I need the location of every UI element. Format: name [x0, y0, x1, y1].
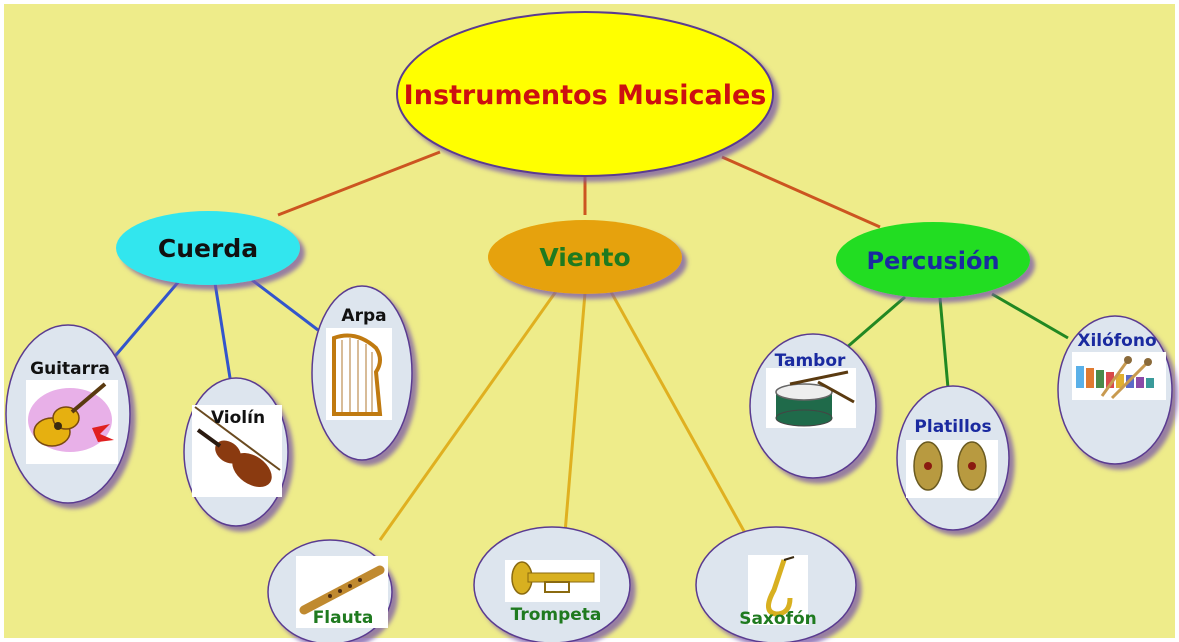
connector-cuerda-guitarra	[108, 279, 182, 363]
saxophone-icon	[748, 555, 808, 625]
category-viento-label: Viento	[539, 243, 630, 272]
connector-percusion-xilofono	[991, 292, 1069, 340]
connector-root-percusion	[721, 155, 881, 229]
connector-viento-trompeta	[563, 292, 587, 534]
category-percusion-label: Percusión	[866, 247, 999, 275]
instrument-arpa[interactable]: Arpa	[311, 285, 413, 461]
category-viento[interactable]: Viento	[488, 220, 682, 294]
xylophone-icon	[1072, 352, 1166, 400]
instrument-guitarra[interactable]: Guitarra	[5, 324, 131, 504]
viento-connectors	[378, 289, 747, 541]
percusion-connectors	[837, 292, 1069, 389]
guitar-icon	[26, 380, 118, 464]
connector-cuerda-violin	[213, 282, 232, 379]
instrument-flauta-label: Flauta	[313, 608, 374, 628]
instrument-platillos[interactable]: Platillos	[896, 385, 1010, 531]
connector-viento-saxofon	[608, 289, 747, 534]
category-cuerda[interactable]: Cuerda	[116, 211, 300, 285]
connector-root-cuerda	[277, 150, 441, 217]
trumpet-icon	[505, 560, 600, 602]
connector-cuerda-arpa	[251, 278, 319, 332]
drum-icon	[766, 368, 856, 428]
instrument-guitarra-label: Guitarra	[30, 359, 110, 379]
instrument-xilofono-label: Xilófono	[1077, 331, 1156, 351]
instrument-violin[interactable]: Violín	[183, 377, 289, 527]
violin-icon	[192, 405, 282, 497]
category-percusion[interactable]: Percusión	[836, 222, 1030, 298]
instrument-arpa-label: Arpa	[341, 306, 386, 326]
connector-percusion-tambor	[837, 295, 906, 357]
instrument-xilofono[interactable]: Xilófono	[1057, 315, 1173, 465]
root-node[interactable]: Instrumentos Musicales	[396, 11, 774, 177]
instrument-violin-label: Violín	[211, 408, 265, 428]
cuerda-connectors	[108, 278, 319, 379]
instrument-platillos-label: Platillos	[914, 417, 991, 437]
instrument-trompeta-label: Trompeta	[511, 605, 602, 625]
instrument-trompeta[interactable]: Trompeta	[473, 526, 631, 642]
instrument-saxofon[interactable]: Saxofón	[695, 526, 857, 642]
category-cuerda-label: Cuerda	[158, 234, 258, 263]
cymbals-icon	[906, 440, 998, 498]
instrument-tambor-label: Tambor	[775, 351, 846, 371]
harp-icon	[326, 328, 392, 420]
connector-viento-flauta	[378, 289, 559, 541]
connector-percusion-platillos	[938, 297, 950, 389]
instrument-saxofon-label: Saxofón	[739, 609, 817, 629]
flute-icon	[296, 556, 388, 628]
instrument-flauta[interactable]: Flauta	[267, 539, 393, 642]
root-title: Instrumentos Musicales	[404, 80, 767, 111]
instrument-tambor[interactable]: Tambor	[749, 333, 877, 479]
